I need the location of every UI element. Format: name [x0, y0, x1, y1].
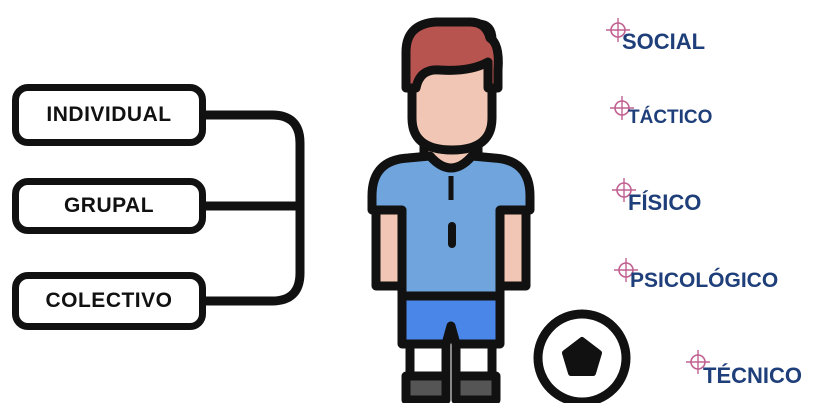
dimension-label-psicologico: PSICOLÓGICO: [630, 269, 778, 293]
dimension-label-tactico: TÁCTICO: [628, 107, 712, 129]
dimension-label-tecnico: TÉCNICO: [703, 363, 802, 389]
dimension-label-social: SOCIAL: [622, 29, 705, 55]
dimension-label-fisico: FÍSICO: [628, 190, 701, 216]
